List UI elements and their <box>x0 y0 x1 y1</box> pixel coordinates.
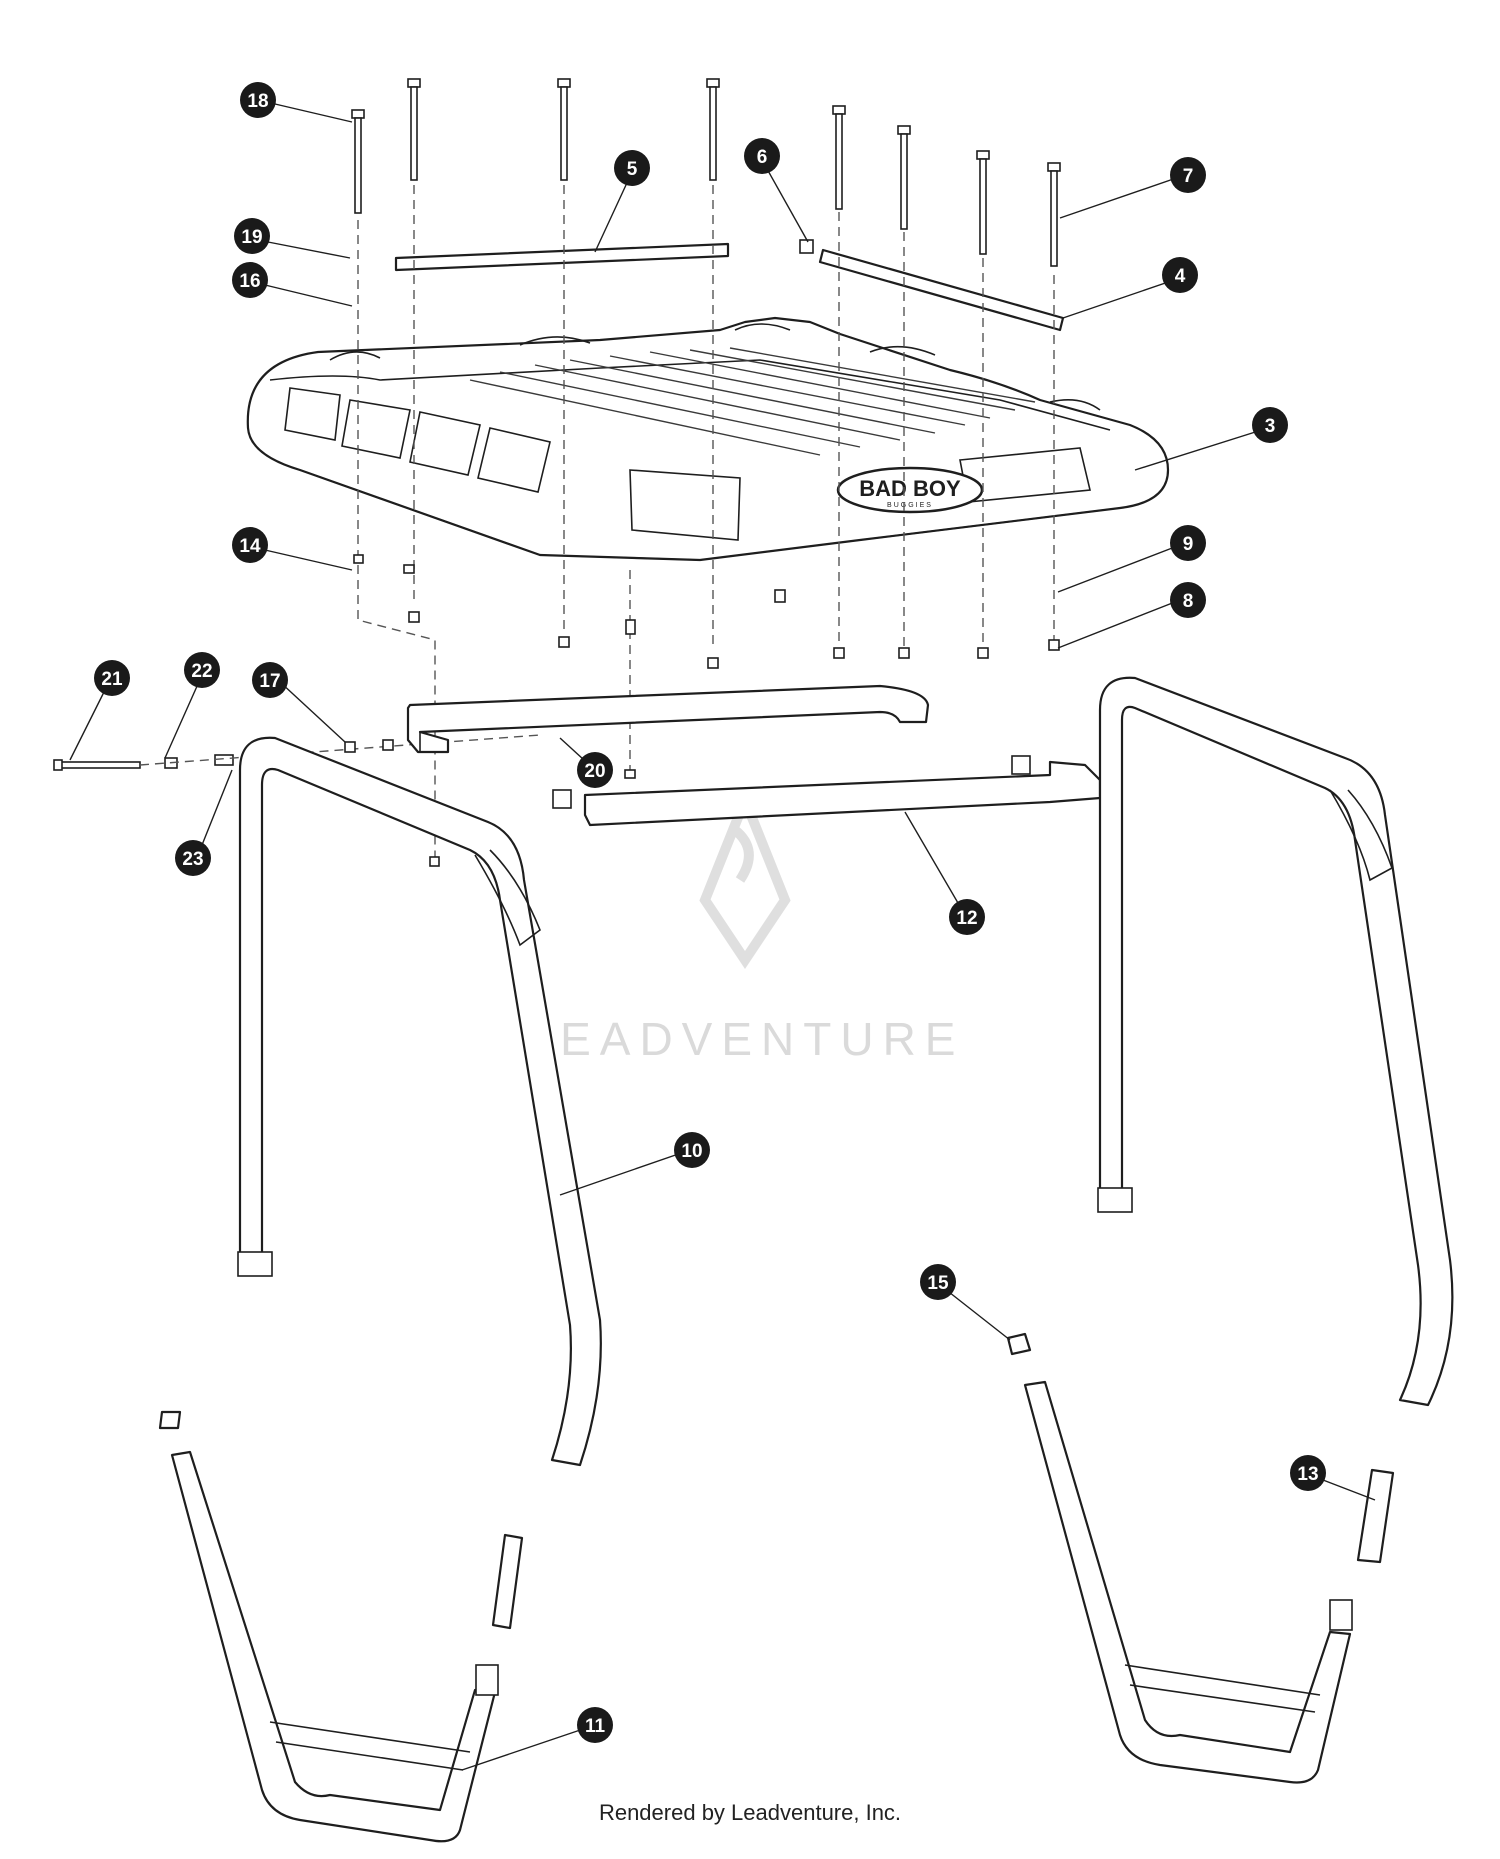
watermark-text: LEADVENTURE <box>526 1013 965 1065</box>
svg-text:15: 15 <box>927 1273 949 1294</box>
callout-4: 4 <box>1162 257 1198 293</box>
roof-part-3: BAD BOY BUGGIES <box>246 316 1170 562</box>
front-cross-tube-part-20 <box>406 684 930 754</box>
callouts: 18 5 6 7 19 16 4 3 14 9 8 21 22 17 20 23… <box>94 82 1326 1743</box>
svg-text:8: 8 <box>1183 591 1194 612</box>
svg-text:3: 3 <box>1265 416 1276 437</box>
callout-22: 22 <box>184 652 220 688</box>
callout-23: 23 <box>175 840 211 876</box>
callout-12: 12 <box>949 899 985 935</box>
callout-18: 18 <box>240 82 276 118</box>
svg-text:12: 12 <box>956 908 977 929</box>
svg-text:5: 5 <box>627 159 638 180</box>
callout-16: 16 <box>232 262 268 298</box>
callout-21: 21 <box>94 660 130 696</box>
footer-credit: Rendered by Leadventure, Inc. <box>598 1800 902 1825</box>
right-roll-bar <box>1097 676 1454 1407</box>
lower-left-frame-part-11 <box>158 1410 524 1843</box>
callout-15: 15 <box>920 1264 956 1300</box>
callout-17: 17 <box>252 662 288 698</box>
callout-19: 19 <box>234 218 270 254</box>
lower-right-frame <box>1023 1380 1353 1784</box>
callout-13: 13 <box>1290 1455 1326 1491</box>
leader-lines <box>69 103 1376 1771</box>
pad-part-15 <box>1006 1332 1032 1356</box>
svg-text:22: 22 <box>191 661 212 682</box>
side-hardware <box>53 734 541 771</box>
callout-11: 11 <box>577 1707 613 1743</box>
callout-7: 7 <box>1170 157 1206 193</box>
callout-3: 3 <box>1252 407 1288 443</box>
callout-14: 14 <box>232 527 268 563</box>
left-roll-bar-part-10 <box>237 736 602 1467</box>
svg-text:6: 6 <box>757 147 768 168</box>
svg-text:10: 10 <box>681 1141 702 1162</box>
bad-boy-logo: BAD BOY BUGGIES <box>836 466 984 514</box>
logo-subtext: BUGGIES <box>887 502 933 509</box>
svg-text:23: 23 <box>182 849 203 870</box>
post-part-13 <box>1356 1468 1395 1564</box>
svg-text:7: 7 <box>1183 166 1194 187</box>
callout-8: 8 <box>1170 582 1206 618</box>
svg-text:4: 4 <box>1175 266 1186 287</box>
rear-bar-part-4 <box>818 248 1065 332</box>
svg-text:21: 21 <box>101 669 123 690</box>
rear-cross-tube-part-12 <box>552 755 1102 827</box>
svg-text:11: 11 <box>585 1716 606 1737</box>
svg-text:13: 13 <box>1297 1464 1318 1485</box>
svg-text:20: 20 <box>584 761 605 782</box>
svg-text:16: 16 <box>239 271 260 292</box>
leadventure-watermark: LEADVENTURE <box>526 786 965 1065</box>
svg-text:19: 19 <box>241 227 262 248</box>
callout-10: 10 <box>674 1132 710 1168</box>
callout-20: 20 <box>577 752 613 788</box>
callout-9: 9 <box>1170 525 1206 561</box>
callout-5: 5 <box>614 150 650 186</box>
callout-6: 6 <box>744 138 780 174</box>
front-bar-part-5 <box>394 242 730 272</box>
bolts-group <box>351 78 1061 867</box>
svg-text:17: 17 <box>259 671 280 692</box>
svg-text:14: 14 <box>239 536 261 557</box>
watermark-logo-shape <box>699 786 791 970</box>
svg-text:9: 9 <box>1183 534 1194 555</box>
logo-text: BAD BOY <box>859 476 961 501</box>
svg-text:18: 18 <box>247 91 268 112</box>
